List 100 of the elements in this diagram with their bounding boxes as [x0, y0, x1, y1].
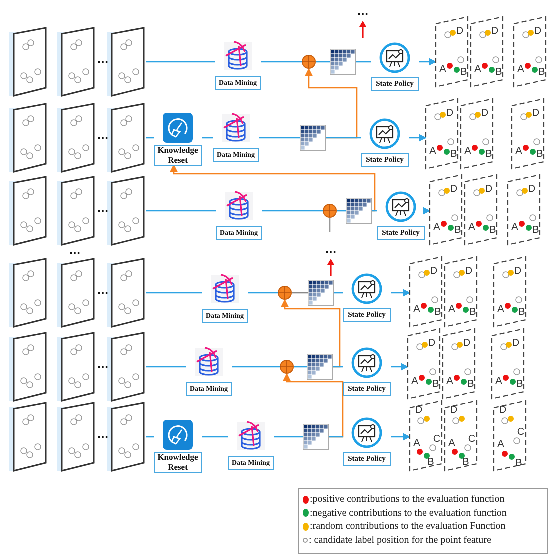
connector-line — [372, 210, 377, 212]
connector-line — [326, 137, 361, 139]
connector-line — [316, 61, 330, 63]
connector-line — [261, 61, 302, 63]
point-label: C — [433, 435, 441, 445]
connector-line — [202, 137, 213, 139]
ellipsis: … — [325, 243, 337, 255]
point-label: A — [498, 305, 504, 315]
point-label: B — [428, 458, 434, 468]
point-label: B — [470, 308, 476, 318]
connector-line — [202, 436, 228, 438]
point-label: B — [516, 459, 522, 469]
point-label: D — [450, 406, 458, 416]
ellipsis: … — [97, 53, 109, 65]
ellipsis: … — [97, 202, 109, 214]
legend-text: :negative contributions to the evaluation function — [310, 508, 507, 519]
ellipsis: … — [97, 284, 109, 296]
point-label: B — [462, 458, 470, 468]
ellipsis: … — [97, 358, 109, 370]
point-label: B — [532, 226, 540, 236]
point-label: B — [496, 68, 502, 78]
point-label: A — [498, 440, 504, 450]
connector-line — [259, 137, 300, 139]
legend-text: :random contributions to the evaluation Function — [310, 521, 506, 532]
point-label: D — [428, 339, 436, 349]
point-label: A — [464, 147, 472, 157]
point-label: B — [432, 380, 440, 390]
connector-line — [232, 366, 280, 368]
point-label: A — [448, 305, 456, 315]
point-label: A — [468, 223, 476, 233]
point-label: B — [538, 68, 546, 78]
connector-line — [274, 436, 303, 438]
point-label: B — [434, 308, 442, 318]
point-label: B — [516, 380, 524, 390]
point-label: A — [414, 305, 420, 315]
point-label: B — [468, 380, 474, 390]
arrow — [391, 433, 411, 441]
ellipsis: … — [69, 244, 81, 256]
connector-line — [329, 436, 343, 438]
connector-line — [334, 292, 343, 294]
node-label: Knowledge Reset — [154, 452, 202, 473]
point-label: D — [456, 27, 464, 37]
point-label: A — [518, 65, 524, 75]
ellipsis: … — [97, 129, 109, 141]
point-label: A — [516, 147, 522, 157]
point-label: A — [414, 439, 420, 449]
point-label: A — [412, 377, 418, 387]
connector-line — [294, 366, 307, 368]
connector-line — [146, 292, 202, 294]
ellipsis: … — [357, 5, 369, 17]
point-label: C — [517, 428, 525, 438]
connector-line — [333, 366, 343, 368]
point-label: B — [454, 226, 462, 236]
point-label: B — [490, 226, 496, 236]
feedback-arrow — [281, 299, 341, 368]
ellipsis: … — [97, 428, 109, 440]
node-label: Knowledge Reset — [154, 145, 202, 166]
point-label: D — [485, 185, 493, 195]
point-label: B — [460, 68, 468, 78]
point-label: B — [486, 150, 492, 160]
arrow — [391, 363, 409, 371]
point-label: A — [440, 65, 446, 75]
arrow — [419, 58, 437, 66]
point-label: A — [474, 65, 482, 75]
point-label: D — [415, 406, 423, 416]
point-label: A — [512, 223, 518, 233]
connector-line — [146, 210, 216, 212]
point-label: A — [434, 223, 440, 233]
point-label: B — [450, 150, 458, 160]
connector-line — [248, 292, 278, 294]
point-label: B — [536, 150, 544, 160]
feedback-arrow — [170, 164, 376, 212]
legend-text: :positive contributions to the evaluation function — [310, 494, 505, 506]
connector-line — [356, 61, 371, 63]
point-label: A — [430, 147, 436, 157]
connector-line — [292, 292, 308, 294]
point-label: B — [518, 308, 526, 318]
point-label: D — [481, 109, 489, 119]
point-label: D — [446, 109, 454, 119]
point-label: D — [463, 339, 471, 349]
point-label: D — [528, 185, 536, 195]
point-label: C — [468, 435, 476, 445]
point-label: D — [450, 185, 458, 195]
point-label: A — [496, 377, 502, 387]
connector-line — [146, 366, 186, 368]
connector-line — [146, 61, 215, 63]
legend-text: : candidate label position for the point feature — [309, 534, 492, 546]
arrow — [409, 134, 427, 142]
point-label: D — [491, 27, 499, 37]
point-label: D — [499, 406, 507, 416]
arrow — [422, 207, 431, 215]
feedback-arrow — [283, 373, 344, 438]
point-label: D — [532, 109, 540, 119]
point-label: D — [465, 267, 473, 277]
point-label: D — [514, 267, 522, 277]
point-label: A — [448, 439, 456, 449]
point-label: D — [430, 267, 438, 277]
arrow — [391, 289, 411, 297]
point-label: D — [512, 339, 520, 349]
point-label: A — [446, 377, 454, 387]
